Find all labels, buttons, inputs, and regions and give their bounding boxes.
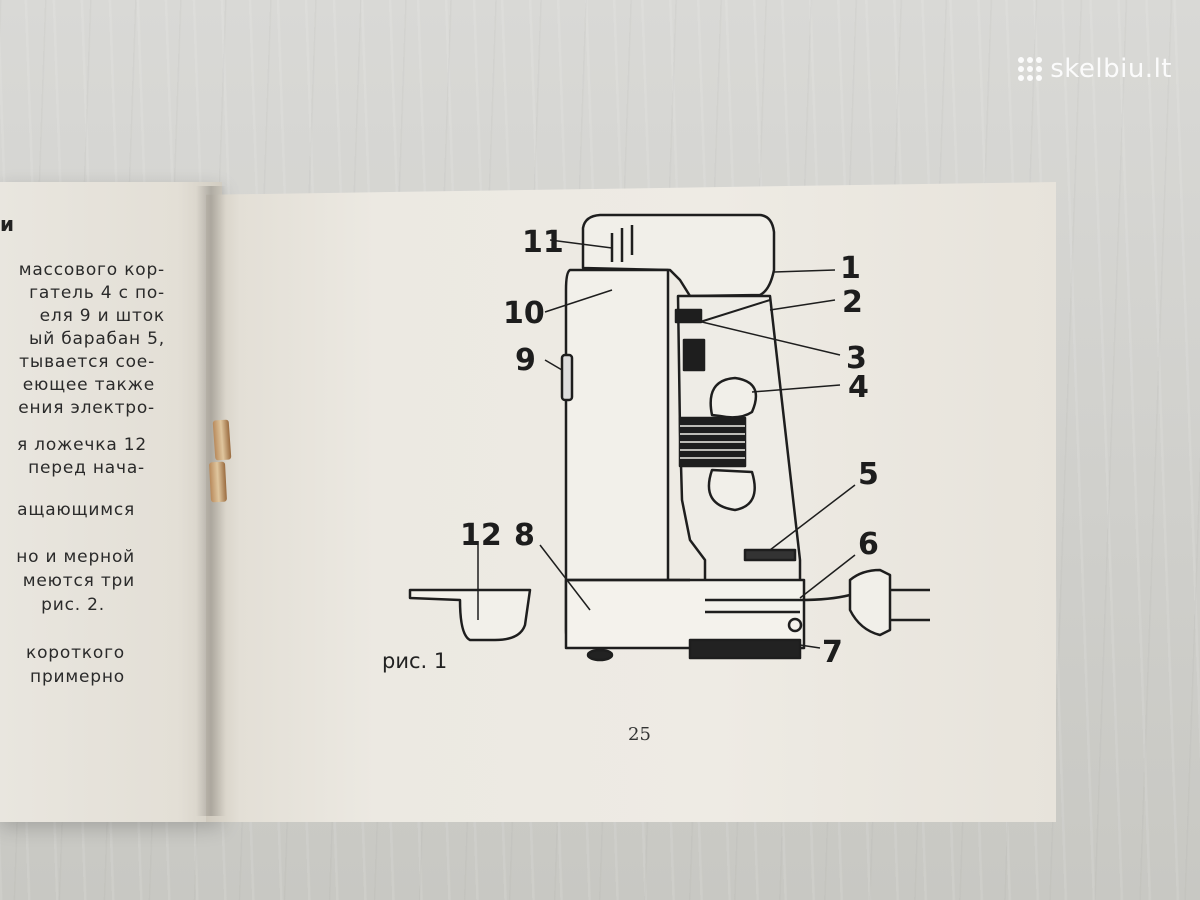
drum: [743, 548, 797, 562]
power-plug: [848, 568, 892, 637]
fan-blade-top: [709, 376, 758, 419]
measuring-spoon: [408, 588, 532, 642]
text-line: примерно: [30, 667, 125, 687]
switch: [560, 353, 574, 402]
rubber-foot: [688, 638, 802, 660]
fan-blade-bottom: [707, 468, 756, 512]
callout-2: 2: [842, 285, 863, 320]
text-line: еля 9 и шток: [39, 306, 165, 326]
foot: [586, 648, 614, 662]
callout-6: 6: [858, 527, 879, 562]
callout-9: 9: [515, 343, 536, 378]
page-number: 25: [628, 724, 651, 745]
left-page: [0, 182, 222, 822]
callout-5: 5: [858, 457, 879, 492]
figure-caption: рис. 1: [382, 649, 447, 673]
left-page-heading: и: [0, 212, 15, 236]
callout-1: 1: [840, 251, 861, 286]
text-line: тывается сое-: [19, 352, 155, 372]
text-line: рис. 2.: [41, 595, 105, 615]
text-line: еющее также: [22, 375, 155, 395]
text-line: короткого: [26, 643, 125, 663]
callout-12: 12: [460, 518, 502, 553]
dots-grid-icon: [1018, 57, 1043, 81]
text-line: перед нача-: [28, 458, 145, 478]
text-line: я ложечка 12: [16, 435, 147, 455]
shaft: [682, 338, 706, 372]
watermark: skelbiu.lt: [1018, 54, 1172, 84]
callout-10: 10: [503, 296, 545, 331]
text-line: ый барабан 5,: [28, 329, 165, 349]
callout-11: 11: [522, 225, 564, 260]
text-line: гатель 4 с по-: [29, 283, 165, 303]
text-line: массового кор-: [18, 260, 165, 280]
power-cord: [799, 593, 851, 602]
knife: [674, 308, 703, 324]
watermark-text: skelbiu.lt: [1050, 54, 1172, 84]
callout-4: 4: [848, 370, 869, 405]
callout-8: 8: [514, 518, 535, 553]
text-line: но и мерной: [16, 547, 135, 567]
callout-7: 7: [822, 635, 843, 670]
text-line: меются три: [22, 571, 135, 591]
text-line: ащающимся: [17, 500, 135, 520]
base: [564, 578, 806, 650]
text-line: ения электро-: [18, 398, 155, 418]
callout-3: 3: [846, 341, 867, 376]
